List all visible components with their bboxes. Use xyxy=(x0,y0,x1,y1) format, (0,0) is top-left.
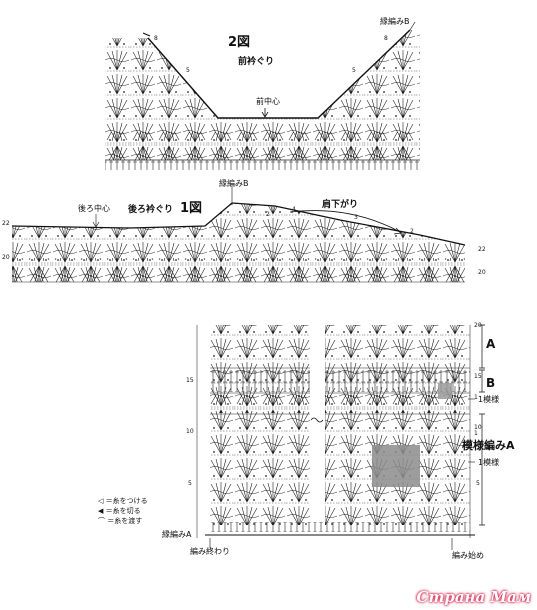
legend-item: ◀ ＝糸を切る xyxy=(98,506,148,516)
left-row-number: 15 xyxy=(186,377,194,384)
diagram2-row-number: 5 xyxy=(352,67,356,74)
work-start-label: 編み始め xyxy=(452,551,484,560)
legend-text: ＝糸を渡す xyxy=(107,517,143,525)
work-end-label: 編み終わり xyxy=(190,547,230,556)
edge-a-label: 縁編みA xyxy=(162,530,192,539)
marker-1: 1 xyxy=(474,394,478,401)
attach-yarn-icon: ◁ xyxy=(98,497,104,505)
one-repeat-label-2: 1模様 xyxy=(478,458,500,467)
diagram1-row-number: 22 xyxy=(478,246,486,253)
legend: ◁ ＝糸をつける ◀ ＝糸を切る ⌒ ＝糸を渡す xyxy=(98,496,148,526)
diagram1-row-number: 20 xyxy=(2,254,10,261)
diagram1-edge-label: 縁編みB xyxy=(219,179,249,188)
legend-item: ⌒ ＝糸を渡す xyxy=(98,516,148,526)
diagram1-shoulder-label: 肩下がり xyxy=(322,200,359,210)
diagram2-center-label: 前中心 xyxy=(256,97,280,106)
diagram1-row-number: 4 xyxy=(292,206,296,213)
diagram1-title: 1図 xyxy=(180,201,203,216)
right-row-number: 5 xyxy=(476,480,480,487)
diagram1-row-number: 2 xyxy=(410,228,414,235)
diagram2-row-number: 8 xyxy=(154,35,158,42)
section-b-label: B xyxy=(486,376,496,390)
legend-text: ＝糸を切る xyxy=(105,507,141,515)
diagram1-row-number: 3 xyxy=(354,214,358,221)
diagram1-row-number: 2 xyxy=(266,211,270,218)
left-row-number: 5 xyxy=(188,480,192,487)
one-repeat-label: 1模様 xyxy=(478,395,500,404)
legend-item: ◁ ＝糸をつける xyxy=(98,496,148,506)
right-row-number: 15 xyxy=(474,373,482,380)
right-row-number: 10 xyxy=(474,424,482,431)
diagram2-row-number: 8 xyxy=(384,35,388,42)
diagram1-row-number: 20 xyxy=(478,269,486,276)
diagram1-neckline-label: 後ろ衿ぐり xyxy=(128,205,174,215)
diagram1-row-number: 22 xyxy=(2,220,10,227)
carry-yarn-icon: ⌒ xyxy=(98,517,105,525)
diagram2-neckline-label: 前衿ぐり xyxy=(238,57,275,67)
marker-1b: 1 xyxy=(474,430,478,437)
left-row-number: 10 xyxy=(186,428,194,435)
diagram1-back-center-label: 後ろ中心 xyxy=(78,204,110,213)
legend-text: ＝糸をつける xyxy=(105,497,148,505)
watermark: Страна Мам xyxy=(416,588,531,606)
diagram2-row-number: 5 xyxy=(186,67,190,74)
section-a-label: A xyxy=(486,337,496,351)
right-row-number: 20 xyxy=(474,322,482,329)
diagram2-edge-label: 縁編みB xyxy=(380,17,410,26)
pattern-a-label: 模様編みA xyxy=(462,439,515,452)
diagram2-title: 2図 xyxy=(228,35,251,50)
cut-yarn-icon: ◀ xyxy=(98,507,104,515)
